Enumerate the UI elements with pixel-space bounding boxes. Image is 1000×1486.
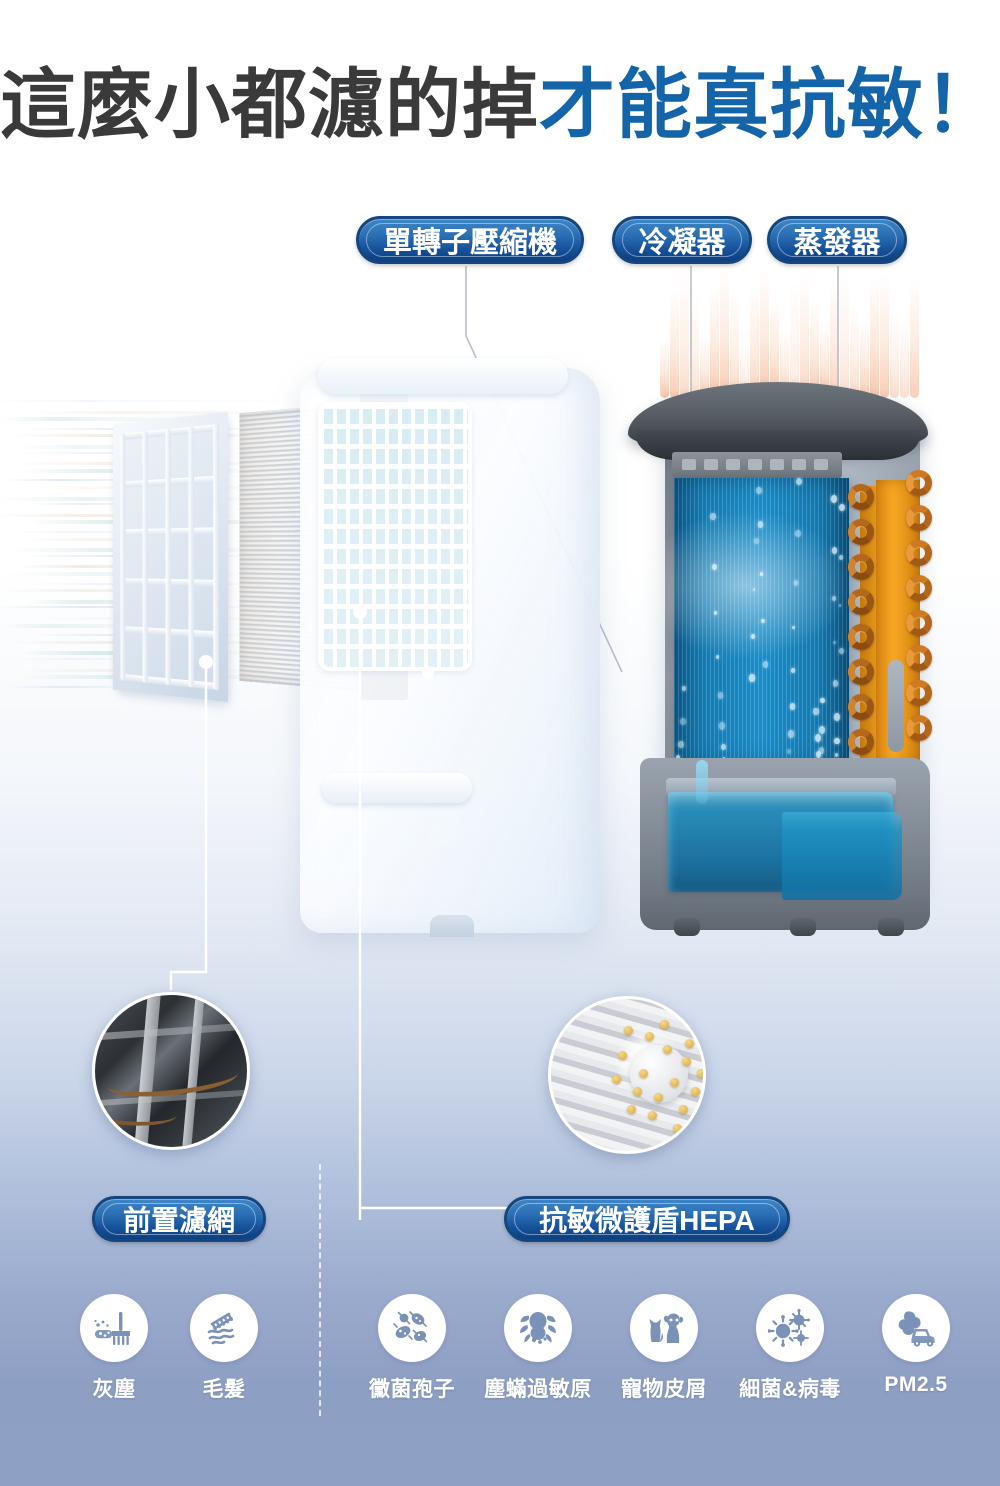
dust-mite-icon xyxy=(504,1294,572,1362)
dehumidifier-outer-body xyxy=(300,358,600,937)
label-pre-filter-text: 前置濾網 xyxy=(122,1205,235,1236)
pet-dander-icon xyxy=(630,1294,698,1362)
icon-item-pet-dander: 寵物皮屑 xyxy=(610,1294,718,1403)
dust-broom-icon xyxy=(80,1294,148,1362)
label-hepa-filter-text: 抗敏微護盾HEPA xyxy=(539,1205,755,1236)
label-condenser[interactable]: 冷凝器 xyxy=(612,216,752,264)
condenser-coil xyxy=(848,470,938,765)
prefilter-capture-icons: 灰塵 xyxy=(72,1294,266,1403)
mold-spore-icon xyxy=(378,1294,446,1362)
condensate-stream xyxy=(696,760,708,804)
icon-label-pm25: PM2.5 xyxy=(884,1373,948,1396)
dehumidifier-exploded-illustration xyxy=(60,350,950,950)
icon-item-dust-mite: 塵蟎過敏原 xyxy=(484,1294,592,1403)
icon-item-pm25: PM2.5 xyxy=(862,1294,970,1397)
icon-item-virus: 細菌&病毒 xyxy=(736,1294,844,1403)
icon-label-dust: 灰塵 xyxy=(92,1378,136,1401)
icon-item-hair: 毛髮 xyxy=(182,1294,266,1403)
pm25-smog-icon xyxy=(882,1294,950,1362)
headline-part-2: 才能真抗敏！ xyxy=(539,63,1000,148)
icon-item-dust: 灰塵 xyxy=(72,1294,156,1403)
label-pre-filter[interactable]: 前置濾網 xyxy=(92,1196,266,1242)
hepa-capture-icons: 黴菌孢子 xyxy=(358,1294,970,1403)
dehumidifier-cutaway xyxy=(610,360,932,936)
icon-label-dust-mite: 塵蟎過敏原 xyxy=(484,1378,592,1401)
label-hepa-filter[interactable]: 抗敏微護盾HEPA xyxy=(504,1196,790,1242)
icon-label-hair: 毛髮 xyxy=(202,1378,246,1401)
evaporator-coil xyxy=(674,478,849,768)
icon-label-mold-spore: 黴菌孢子 xyxy=(369,1378,455,1401)
hair-comb-icon xyxy=(190,1294,258,1362)
icon-label-virus: 細菌&病毒 xyxy=(739,1378,841,1401)
section-divider xyxy=(319,1164,321,1416)
icon-item-mold-spore: 黴菌孢子 xyxy=(358,1294,466,1403)
icon-label-pet-dander: 寵物皮屑 xyxy=(621,1378,707,1401)
carry-handle xyxy=(322,773,472,803)
headline-part-1: 這麼小都濾的掉 xyxy=(0,63,539,148)
page-title: 這麼小都濾的掉才能真抗敏！ xyxy=(0,68,1000,144)
label-evaporator[interactable]: 蒸發器 xyxy=(767,216,907,264)
virus-icon xyxy=(756,1294,824,1362)
label-compressor-text: 單轉子壓縮機 xyxy=(382,227,557,259)
photo-particles-on-hepa-fibers xyxy=(548,996,706,1154)
label-evaporator-text: 蒸發器 xyxy=(793,227,881,259)
label-compressor[interactable]: 單轉子壓縮機 xyxy=(356,216,584,264)
photo-hair-on-prefilter xyxy=(92,992,250,1150)
label-condenser-text: 冷凝器 xyxy=(638,227,726,259)
